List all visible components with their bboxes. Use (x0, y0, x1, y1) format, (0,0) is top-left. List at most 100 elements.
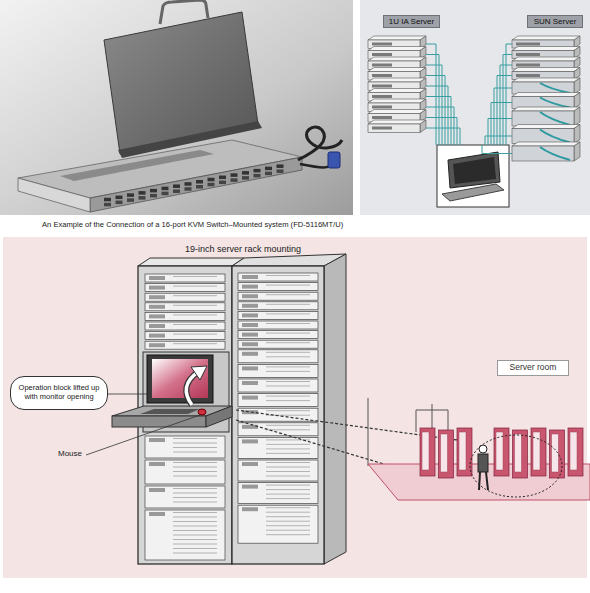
node-text: SUN Server (534, 17, 577, 26)
rack-unit (238, 505, 318, 543)
unit-bezel (242, 485, 258, 489)
port (196, 185, 203, 189)
kvm-cable (426, 128, 460, 145)
server-side (420, 120, 426, 133)
rack-unit (238, 394, 318, 407)
person-body (478, 454, 488, 472)
node-text: 1U IA Server (389, 17, 434, 26)
kvm-cable (426, 44, 436, 145)
unit-bezel (242, 323, 258, 327)
photo-background (0, 0, 353, 215)
vent-line (266, 386, 310, 387)
room-rack (457, 428, 472, 476)
server-top (512, 142, 580, 146)
vent-line (266, 485, 310, 486)
server-top (368, 110, 426, 114)
vent-line (173, 462, 217, 463)
rack-unit (238, 364, 318, 377)
room-racks (420, 428, 583, 478)
server-detail (372, 85, 392, 88)
vent-line (266, 323, 310, 324)
mouse-leader (86, 415, 200, 455)
vent-line (266, 534, 310, 535)
server-top (512, 107, 580, 111)
vent-line (266, 471, 310, 472)
right-rack (232, 266, 324, 564)
monitor-frame (147, 355, 213, 403)
rack-unit (145, 303, 225, 311)
room-rack (513, 430, 528, 478)
callout-leader (108, 394, 150, 395)
vent-line (173, 521, 217, 522)
unit-bezel (242, 366, 258, 370)
vent-line (173, 544, 217, 545)
vent-line (266, 425, 310, 426)
vent-line (173, 539, 217, 540)
kvm-cable (488, 119, 512, 146)
unit-bezel (149, 295, 165, 299)
server-detail (540, 130, 570, 143)
vent-line (173, 295, 217, 296)
rack-unit (145, 436, 225, 458)
port (139, 196, 146, 200)
room-rack-panel (496, 432, 503, 470)
server-front (368, 124, 420, 133)
vent-line (266, 333, 310, 334)
server-detail (516, 53, 540, 56)
unit-bezel (242, 410, 258, 414)
vent-line (266, 285, 310, 286)
server-detail (372, 127, 392, 130)
server-detail (540, 98, 570, 108)
mouse-symbol (198, 409, 206, 415)
unit-bezel (149, 334, 165, 338)
zoom-line (236, 410, 472, 442)
room-rack (568, 428, 583, 476)
port (277, 164, 284, 168)
vent-line (266, 342, 310, 343)
server-side (574, 125, 580, 144)
panel-title: 19-inch server rack mounting (185, 244, 301, 254)
diagram-background (360, 0, 590, 215)
vent-line (266, 494, 310, 495)
vent-line (266, 294, 310, 295)
callout-bubble: Operation block lifted up with monitor o… (10, 376, 108, 410)
keyboard-tray-side (206, 406, 232, 427)
unit-bezel (149, 512, 165, 516)
kvm-cable (500, 65, 512, 145)
server-front (512, 111, 574, 126)
vent-line (173, 305, 217, 306)
rack-unit (238, 350, 318, 363)
kvm-cable (485, 136, 512, 145)
vent-line (173, 467, 217, 468)
port (185, 187, 192, 191)
vent-line (266, 275, 310, 276)
unit-bezel (242, 294, 258, 298)
vent-line (173, 324, 217, 325)
port (185, 182, 192, 186)
unit-bezel (242, 304, 258, 308)
rack-unit (238, 273, 318, 281)
room-rack (439, 430, 454, 478)
vent-line (266, 444, 310, 445)
port (173, 189, 180, 193)
label-box: SUN Server (527, 15, 583, 28)
unit-bezel (149, 305, 165, 309)
rack-panel-background (3, 237, 587, 578)
rack-unit (145, 486, 225, 508)
kvm-cable (426, 107, 454, 145)
port (219, 181, 226, 185)
vent-line (173, 502, 217, 503)
monitor-screen (152, 359, 208, 398)
vga-connector (328, 152, 340, 168)
inset-screen (453, 157, 496, 184)
port (104, 198, 111, 202)
server-detail (516, 64, 540, 67)
node-text: Server room (510, 363, 557, 373)
rack-unit (238, 283, 318, 291)
vent-line (173, 447, 217, 448)
vent-line (266, 521, 310, 522)
server-top (512, 36, 580, 40)
port (150, 189, 157, 193)
unit-bezel (149, 324, 165, 328)
